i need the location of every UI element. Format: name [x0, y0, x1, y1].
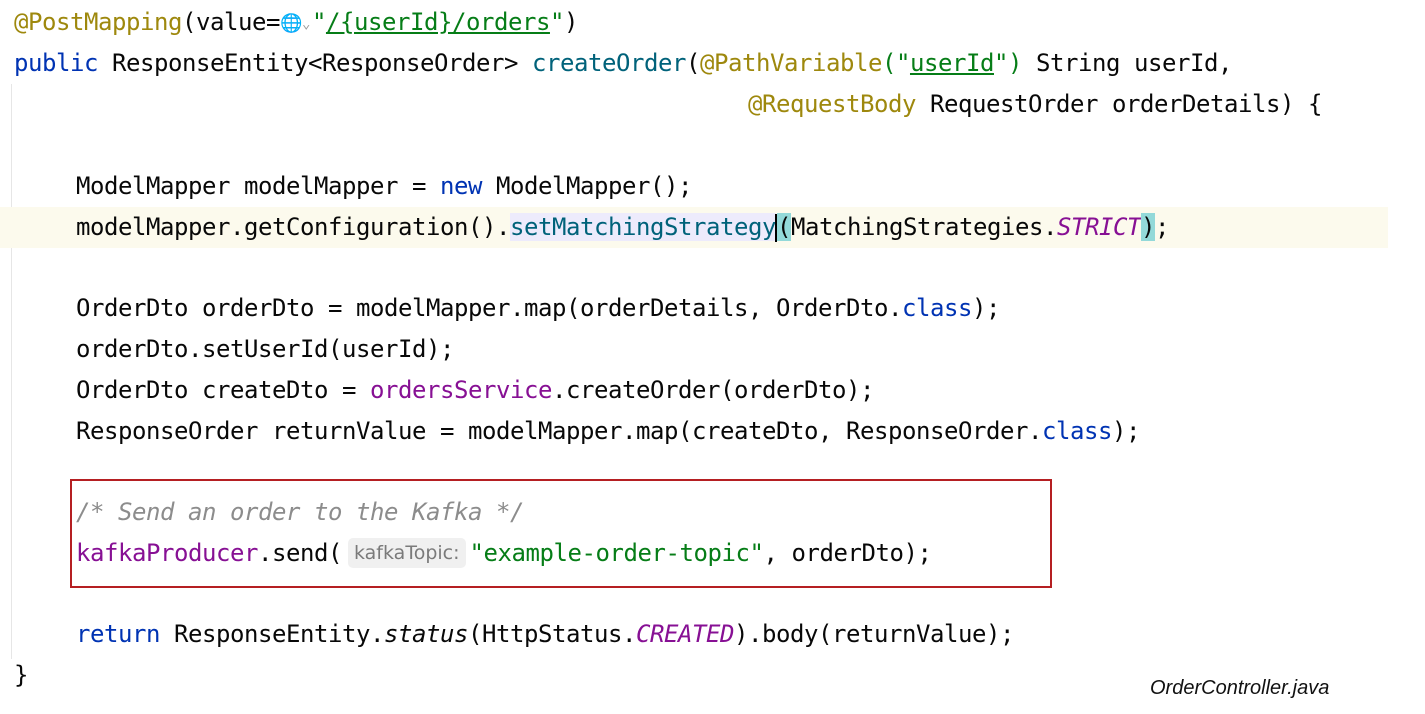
matched-brace-close: ) [1140, 213, 1155, 241]
chevron-down-icon[interactable]: ⌄ [301, 16, 310, 32]
code-line-12[interactable]: return ResponseEntity.status(HttpStatus.… [76, 620, 1014, 648]
code-line-1[interactable]: @PostMapping(value=🌐⌄"/{userId}/orders") [14, 2, 578, 43]
code-line-10[interactable]: /* Send an order to the Kafka */ [76, 492, 524, 533]
code-line-9[interactable]: ResponseOrder returnValue = modelMapper.… [76, 417, 1140, 445]
parameter-hint-kafkatopic: kafkaTopic: [348, 538, 466, 568]
code-line-4[interactable]: ModelMapper modelMapper = new ModelMappe… [76, 172, 692, 200]
code-line-8[interactable]: OrderDto createDto = ordersService.creat… [76, 376, 874, 404]
endpoint-url-link[interactable]: /{userId}/orders [325, 8, 550, 36]
code-line-6[interactable]: OrderDto orderDto = modelMapper.map(orde… [76, 294, 1000, 322]
code-line-11[interactable]: kafkaProducer.send(kafkaTopic:"example-o… [76, 538, 932, 568]
highlight-box [70, 479, 1052, 588]
indent-guide [11, 84, 12, 659]
method-name-createorder[interactable]: createOrder [531, 49, 686, 77]
code-line-3[interactable]: @RequestBody RequestOrder orderDetails) … [748, 90, 1322, 118]
code-comment: /* Send an order to the Kafka */ [76, 498, 524, 526]
string-literal-topic: "example-order-topic" [469, 539, 764, 567]
code-line-2[interactable]: public ResponseEntity<ResponseOrder> cre… [14, 49, 1232, 77]
field-kafkaproducer[interactable]: kafkaProducer [76, 539, 258, 567]
annotation-pathvariable[interactable]: @PathVariable [699, 49, 882, 77]
field-ordersservice[interactable]: ordersService [369, 376, 552, 404]
file-name-caption: OrderController.java [1150, 677, 1330, 699]
code-line-7[interactable]: orderDto.setUserId(userId); [76, 335, 454, 363]
annotation-requestbody[interactable]: @RequestBody [748, 90, 916, 118]
globe-icon[interactable]: 🌐 [280, 13, 302, 34]
matched-brace-open: ( [776, 213, 791, 241]
method-usage-highlight[interactable]: setMatchingStrategy [509, 213, 776, 241]
code-line-13[interactable]: } [14, 661, 28, 689]
annotation-postmapping[interactable]: @PostMapping [14, 8, 182, 36]
code-line-5-current[interactable]: modelMapper.getConfiguration().setMatchi… [0, 207, 1388, 248]
text-caret [774, 214, 777, 242]
path-variable-link[interactable]: userId [909, 49, 994, 77]
